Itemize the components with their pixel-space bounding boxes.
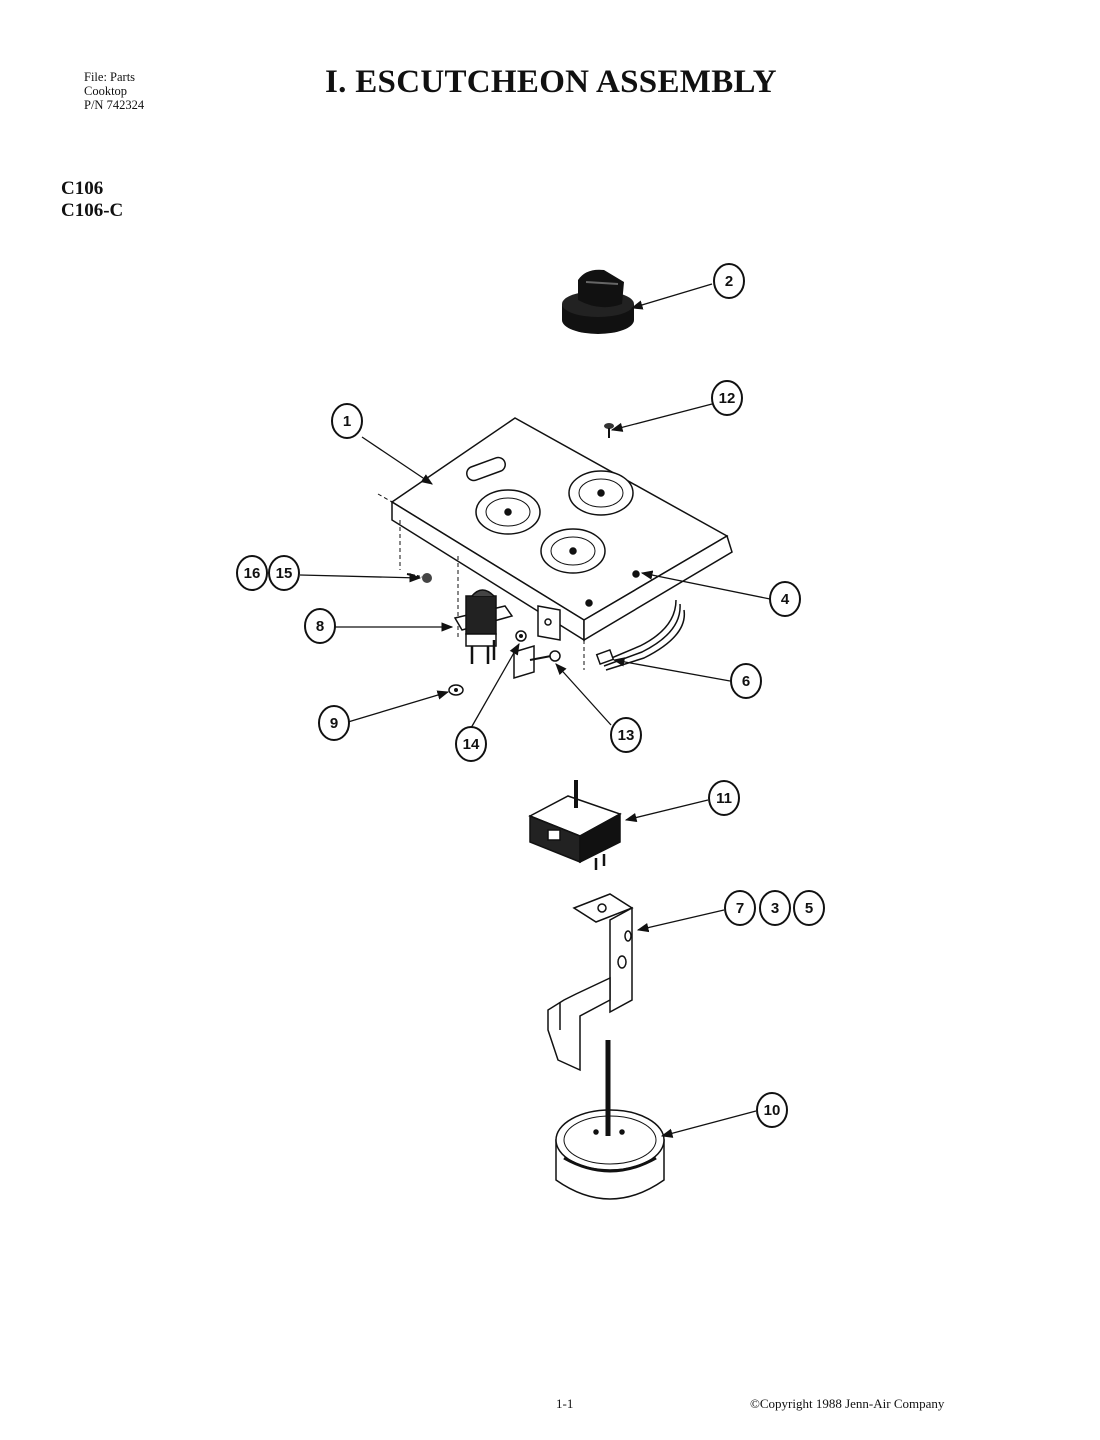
- leader-lines: [299, 283, 771, 1138]
- file-info-line: Cooktop: [84, 84, 128, 98]
- svg-text:6: 6: [742, 673, 750, 690]
- screw-part-13: [529, 650, 561, 662]
- nut-part: [515, 630, 527, 642]
- svg-text:12: 12: [719, 390, 736, 407]
- wire-leads-part: [595, 599, 686, 671]
- svg-text:8: 8: [316, 618, 324, 635]
- callout-4: 4: [769, 581, 801, 617]
- svg-text:10: 10: [764, 1102, 781, 1119]
- svg-text:14: 14: [463, 736, 480, 753]
- copyright-notice: ©Copyright 1988 Jenn-Air Company: [750, 1396, 945, 1411]
- svg-text:11: 11: [716, 790, 732, 807]
- callout-9: 9: [318, 705, 350, 741]
- callout-2: 2: [713, 263, 745, 299]
- switch-part: [453, 589, 514, 664]
- callout-8: 8: [304, 608, 336, 644]
- callout-14: 14: [455, 726, 487, 762]
- callout-1: 1: [331, 403, 363, 439]
- page-title: I. ESCUTCHEON ASSEMBLY: [325, 64, 777, 100]
- model-number: C106: [61, 178, 104, 199]
- knob-part: [562, 269, 634, 334]
- svg-text:4: 4: [781, 591, 790, 608]
- svg-text:7: 7: [736, 900, 744, 917]
- file-info-line: File: Parts: [84, 70, 136, 84]
- page-number: 1-1: [556, 1396, 574, 1411]
- callout-3: 3: [759, 890, 791, 926]
- model-list: C106 C106-C: [61, 178, 123, 222]
- infinite-switch-part: [528, 780, 622, 870]
- svg-text:1: 1: [343, 413, 351, 430]
- svg-text:15: 15: [276, 565, 293, 582]
- grommet-part: [448, 684, 464, 696]
- svg-text:5: 5: [805, 900, 813, 917]
- callout-12: 12: [711, 380, 743, 416]
- callout-16: 16: [236, 555, 268, 591]
- svg-text:16: 16: [244, 565, 261, 582]
- escutcheon-plate-part: [377, 417, 733, 670]
- mounting-tab: [513, 605, 561, 680]
- svg-text:2: 2: [725, 273, 733, 290]
- svg-text:3: 3: [771, 900, 779, 917]
- timer-part: [555, 1040, 665, 1200]
- svg-text:9: 9: [330, 715, 338, 732]
- file-info-line: P/N 742324: [84, 98, 145, 112]
- callout-7: 7: [724, 890, 756, 926]
- file-info: File: Parts Cooktop P/N 742324: [84, 70, 144, 112]
- callout-11: 11: [708, 780, 740, 816]
- model-number: C106-C: [61, 200, 124, 221]
- callout-15: 15: [268, 555, 300, 591]
- callout-5: 5: [793, 890, 825, 926]
- callout-6: 6: [730, 663, 762, 699]
- callout-10: 10: [756, 1092, 788, 1128]
- mounting-bracket-part: [547, 893, 634, 1072]
- svg-text:13: 13: [618, 727, 635, 744]
- callout-13: 13: [610, 717, 642, 753]
